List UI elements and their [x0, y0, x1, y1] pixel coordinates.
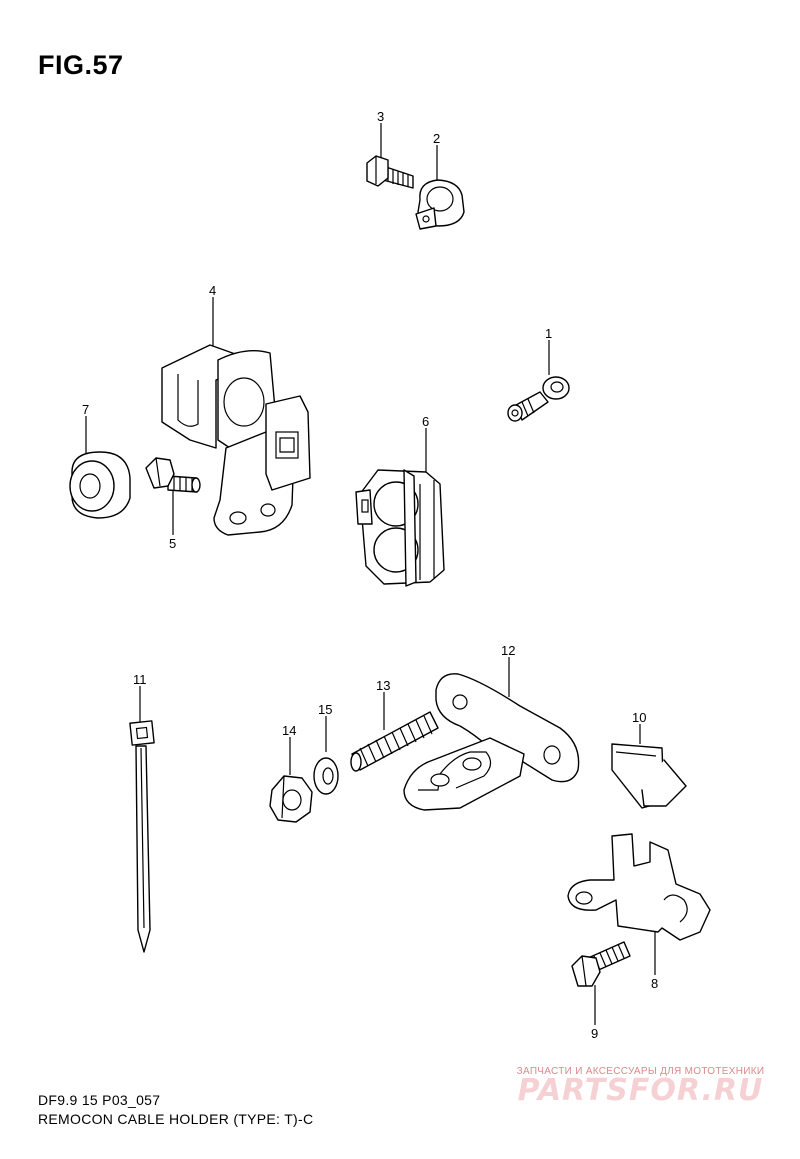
callout-13: 13: [376, 678, 390, 693]
part-cable-tie-11: [129, 720, 155, 953]
watermark-brand: PARTSFOR.RU: [517, 1073, 764, 1108]
callout-6: 6: [422, 414, 429, 429]
leader-lines: [85, 123, 656, 1025]
callout-7: 7: [82, 402, 89, 417]
callout-11: 11: [133, 672, 147, 687]
callout-14: 14: [282, 723, 296, 738]
part-fitting-1: [507, 376, 570, 422]
part-stud-13: [350, 711, 439, 772]
part-clamp-2: [415, 179, 465, 230]
part-grommet-7: [69, 451, 131, 519]
part-washer-15: [313, 757, 339, 795]
part-holder-4: [161, 344, 311, 536]
part-bolt-9: [571, 941, 631, 987]
part-bolt-5: [145, 457, 201, 493]
callout-3: 3: [377, 109, 384, 124]
part-holder-8: [567, 833, 711, 941]
diagram-code: DF9.9 15 P03_057: [38, 1092, 161, 1108]
callout-1: 1: [545, 326, 552, 341]
callout-2: 2: [433, 131, 440, 146]
part-clip-10: [611, 743, 687, 809]
callout-10: 10: [632, 710, 646, 725]
part-bolt-3: [366, 155, 414, 189]
callout-5: 5: [169, 536, 176, 551]
callout-4: 4: [209, 283, 216, 298]
part-bracket-12: [403, 673, 580, 811]
callout-12: 12: [501, 643, 515, 658]
callout-15: 15: [318, 702, 332, 717]
callout-8: 8: [651, 976, 658, 991]
figure-title: FIG.57: [38, 50, 124, 80]
watermark-tagline: ЗАПЧАСТИ И АКСЕССУАРЫ ДЛЯ МОТОТЕХНИКИ: [516, 1066, 765, 1077]
part-nut-14: [269, 775, 313, 823]
callout-9: 9: [591, 1026, 598, 1041]
diagram-caption: REMOCON CABLE HOLDER (TYPE: T)-C: [38, 1111, 314, 1127]
callout-labels: 3 2 4 1 7 5 6 11 12 13 15 14 10 8 9: [82, 109, 658, 1041]
watermark: ЗАПЧАСТИ И АКСЕССУАРЫ ДЛЯ МОТОТЕХНИКИ PA…: [488, 1066, 793, 1108]
part-split-clamp-6: [355, 469, 445, 587]
